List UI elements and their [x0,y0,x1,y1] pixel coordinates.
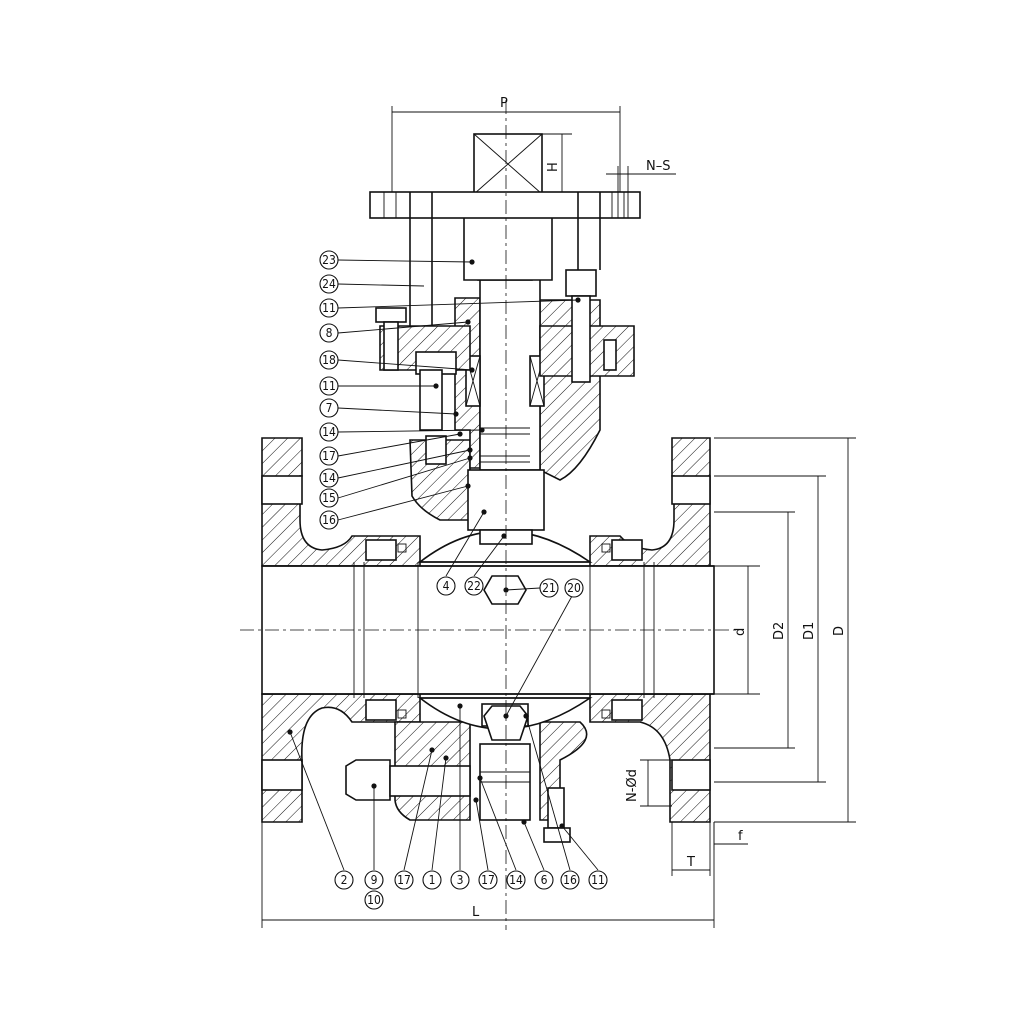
mounting-bracket [369,191,641,465]
svg-text:17: 17 [322,449,336,463]
balloon-7: 7 [319,398,339,418]
svg-text:15: 15 [322,491,336,505]
svg-text:3: 3 [457,873,464,887]
svg-text:7: 7 [326,401,333,415]
balloon-17-lower-right: 17 [478,870,498,890]
dimension-labels: P H N–S d D2 D1 D N-Ød f T L [472,96,847,920]
balloon-11-top: 11 [319,298,339,318]
leader-lines [289,259,599,871]
balloon-16-upper: 16 [319,510,339,530]
balloon-10: 10 [364,890,384,910]
dim-ns-label: N–S [646,159,670,174]
balloon-2: 2 [334,870,354,890]
dim-d-outer-label: D [832,626,847,636]
svg-text:14: 14 [509,873,523,887]
svg-text:8: 8 [326,326,333,340]
svg-text:11: 11 [322,379,336,393]
svg-text:24: 24 [322,277,336,291]
svg-text:6: 6 [541,873,548,887]
dim-nod-label: N-Ød [625,769,640,802]
balloon-17-lower-left: 17 [394,870,414,890]
seat-rings [365,539,643,721]
svg-text:23: 23 [322,253,336,267]
svg-text:17: 17 [397,873,411,887]
balloon-6: 6 [534,870,554,890]
dim-p-label: P [500,96,508,111]
balloon-23: 23 [319,250,339,270]
dim-d1-label: D1 [802,622,817,640]
balloon-4: 4 [436,576,456,596]
svg-text:18: 18 [322,353,336,367]
svg-text:16: 16 [563,873,577,887]
stem [463,133,553,545]
balloon-14-lower: 14 [506,870,526,890]
balloon-15: 15 [319,488,339,508]
balloon-8: 8 [319,323,339,343]
svg-text:17: 17 [481,873,495,887]
svg-text:9: 9 [371,873,378,887]
svg-text:14: 14 [322,471,336,485]
valve-body [261,297,715,823]
balloon-11-mid: 11 [319,376,339,396]
svg-text:22: 22 [467,579,481,593]
balloon-16-lower: 16 [560,870,580,890]
balloon-14-mid: 14 [319,468,339,488]
balloon-20: 20 [564,578,584,598]
balloon-9: 9 [364,870,384,890]
center-lines [240,100,740,930]
balloon-24: 24 [319,274,339,294]
svg-text:1: 1 [429,873,436,887]
svg-text:21: 21 [542,581,556,595]
dim-d2-label: D2 [772,622,787,640]
dim-t-label: T [686,855,695,870]
balloon-21: 21 [539,578,559,598]
leader-dots [287,259,581,829]
balloon-1: 1 [422,870,442,890]
balloon-22: 22 [464,576,484,596]
balloon-18: 18 [319,350,339,370]
balloon-17-upper: 17 [319,446,339,466]
part-balloons: 23 24 11 8 18 11 7 14 17 14 15 16 4 22 2… [319,250,608,910]
balloon-3: 3 [450,870,470,890]
svg-text:16: 16 [322,513,336,527]
dim-l-label: L [472,905,480,920]
svg-text:2: 2 [341,873,348,887]
dimension-lines [261,106,856,928]
balloon-14-upper: 14 [319,422,339,442]
balloon-11-lower: 11 [588,870,608,890]
svg-text:14: 14 [322,425,336,439]
svg-text:4: 4 [443,579,450,593]
dim-d-label: d [733,628,748,636]
svg-text:20: 20 [567,581,581,595]
svg-text:11: 11 [322,301,336,315]
svg-text:10: 10 [367,893,381,907]
dim-h-label: H [546,162,561,172]
dim-f-label: f [738,829,743,844]
svg-text:11: 11 [591,873,605,887]
